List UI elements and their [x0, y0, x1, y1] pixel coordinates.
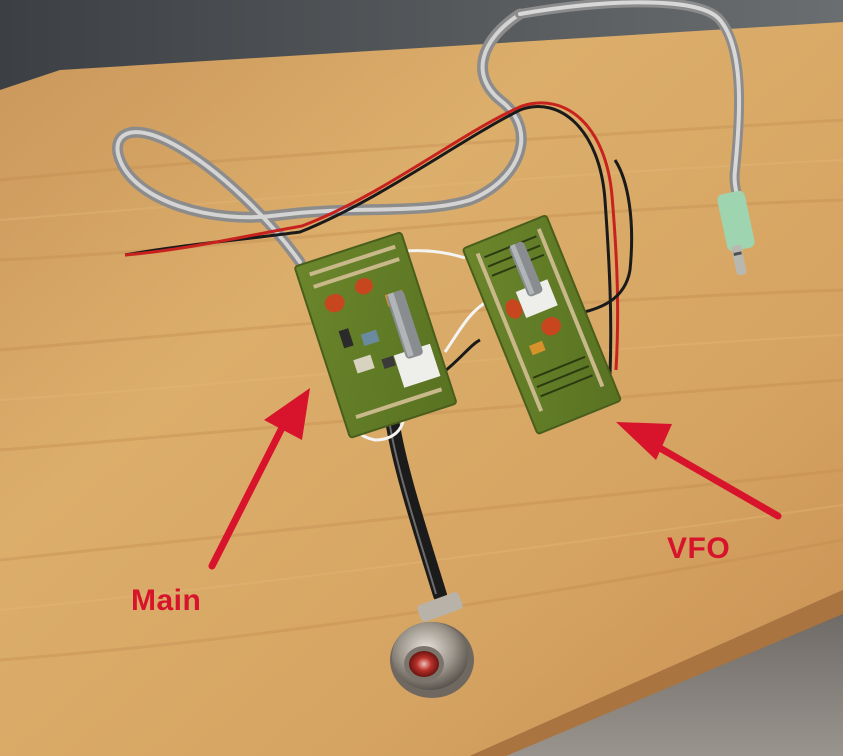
annotation-vfo-label: VFO	[667, 532, 731, 565]
annotation-main-label: Main	[131, 584, 202, 617]
